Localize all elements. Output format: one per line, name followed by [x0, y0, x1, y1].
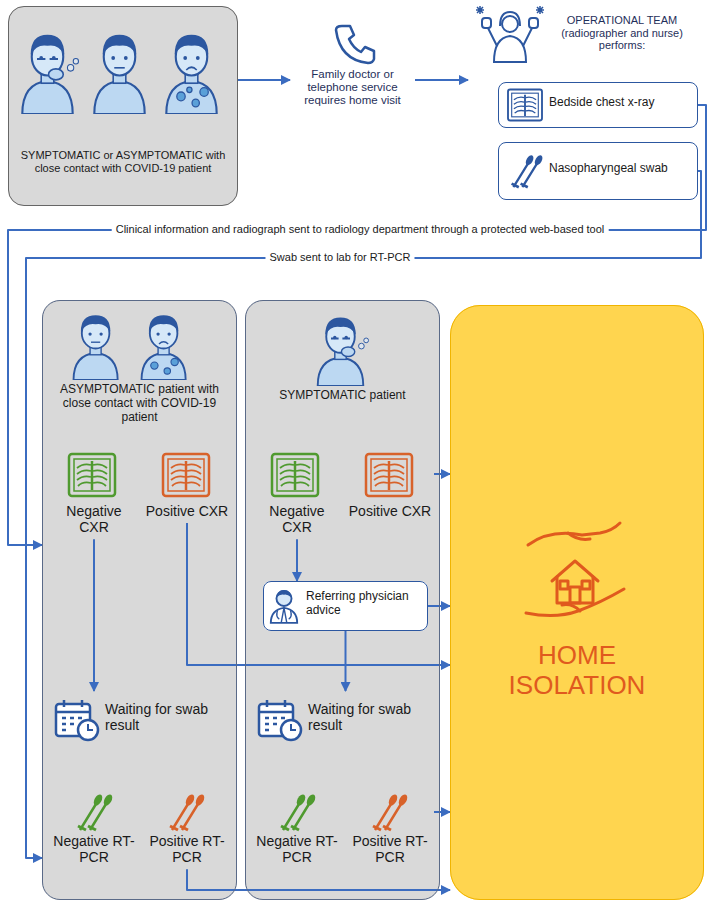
shape-fill	[245, 300, 440, 900]
xray-icon	[508, 89, 542, 120]
node-text: Negative RT-PCR	[51, 833, 137, 865]
waiting-step: Waiting for swab result	[51, 691, 233, 747]
home-isolation-panel: HOME ISOLATION	[450, 305, 704, 900]
process-box: Nasopharyngeal swab	[498, 142, 698, 200]
operational-team: OPERATIONAL TEAM (radiographer and nurse…	[468, 4, 706, 204]
advice-box: Referring physician advice	[263, 581, 428, 631]
flow-arrow	[415, 79, 468, 81]
process-box: Bedside chest x-ray	[498, 82, 698, 128]
patient-box: SYMPTOMATIC or ASYMPTOMATIC with close c…	[8, 6, 238, 206]
flow-arrow	[434, 811, 450, 813]
edge-label: Clinical information and radiograph sent…	[112, 223, 609, 236]
rtpcr-result: Positive RT-PCR	[143, 791, 231, 869]
cxr-result: Negative CXR	[51, 451, 137, 539]
flow-arrow	[345, 631, 347, 691]
negative-swab-icon	[281, 793, 317, 830]
infected-person	[142, 315, 186, 380]
node-text: Positive CXR	[346, 503, 434, 519]
shape-fills	[8, 6, 704, 900]
positive-swab-icon	[373, 793, 409, 830]
cxr-result: Negative CXR	[254, 451, 340, 539]
symptomatic-panel: SYMPTOMATIC patientNegative CXR Positive …	[245, 300, 440, 900]
flow-arrow	[93, 539, 95, 691]
calendar-icon	[56, 700, 98, 740]
rtpcr-result: Negative RT-PCR	[254, 791, 340, 869]
positive-cxr-icon	[163, 454, 209, 496]
flow-arrow	[8, 105, 706, 545]
asymptomatic-person	[94, 35, 144, 114]
flow-arrow	[434, 473, 450, 475]
shape-fill	[8, 6, 238, 206]
positive-swab-icon	[170, 793, 206, 830]
flow-arrow	[187, 869, 450, 890]
flow-arrow	[428, 605, 450, 607]
request-step: Family doctor or telephone service requi…	[290, 20, 415, 112]
node-text: Positive CXR	[143, 503, 231, 519]
node-text: Negative RT-PCR	[254, 833, 340, 865]
coughing-person	[22, 35, 78, 114]
phone-icon	[336, 26, 374, 63]
cxr-result: Positive CXR	[346, 451, 434, 523]
calendar-icon	[259, 700, 301, 740]
node-text: Referring physician advice	[306, 590, 421, 618]
node-text: Waiting for swab result	[105, 701, 233, 733]
asymptomatic-panel: ASYMPTOMATIC patient with close contact …	[42, 300, 237, 900]
doctor-icon	[271, 590, 297, 623]
swab-icon	[512, 154, 544, 187]
cxr-result: Positive CXR	[143, 451, 231, 523]
node-text: SYMPTOMATIC patient	[254, 389, 431, 403]
negative-cxr-icon	[272, 454, 318, 496]
positive-cxr-icon	[366, 454, 412, 496]
node-text: Waiting for swab result	[308, 701, 436, 733]
negative-cxr-icon	[69, 454, 115, 496]
infected-person	[166, 35, 216, 114]
node-text: Nasopharyngeal swab	[549, 162, 668, 176]
edge-label: Swab sent to lab for RT-PCR	[265, 251, 414, 264]
node-text: OPERATIONAL TEAM (radiographer and nurse…	[542, 14, 702, 52]
node-text: HOME ISOLATION	[481, 641, 673, 701]
negative-swab-icon	[78, 793, 114, 830]
node-text: SYMPTOMATIC or ASYMPTOMATIC with close c…	[19, 149, 227, 174]
node-text: Negative CXR	[51, 503, 137, 535]
shape-fill	[42, 300, 237, 900]
coughing-person	[318, 318, 369, 386]
shape-fill	[498, 142, 698, 200]
shape-fill	[263, 581, 428, 631]
rtpcr-result: Positive RT-PCR	[346, 791, 434, 869]
flow-arrow	[296, 539, 298, 581]
waiting-step: Waiting for swab result	[254, 691, 436, 747]
flow-arrow	[187, 523, 450, 665]
shape-fill	[498, 82, 698, 128]
flow-arrow	[26, 171, 701, 858]
node-text: Bedside chest x-ray	[549, 96, 654, 110]
node-text: Positive RT-PCR	[346, 833, 434, 865]
home-hands-icon	[526, 523, 624, 616]
shape-fill	[450, 305, 704, 900]
asymptomatic-person	[74, 315, 118, 380]
node-text: ASYMPTOMATIC patient with close contact …	[51, 383, 228, 424]
node-text: Negative CXR	[254, 503, 340, 535]
node-text: Positive RT-PCR	[143, 833, 231, 865]
flow-arrow	[238, 79, 290, 81]
rtpcr-result: Negative RT-PCR	[51, 791, 137, 869]
node-text: Family doctor or telephone service requi…	[292, 68, 413, 108]
operational-team-icon	[476, 6, 544, 62]
